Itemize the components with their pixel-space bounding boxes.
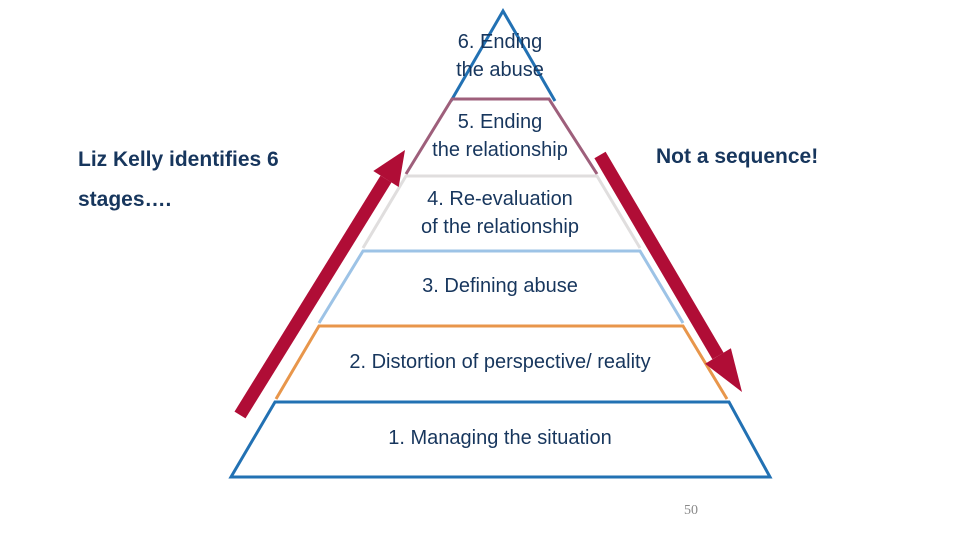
down-arrow-head	[705, 348, 742, 392]
down-arrow-shaft	[594, 151, 724, 360]
stage-1-label: 1. Managing the situation	[388, 427, 612, 449]
annotation-not-a-sequence: Not a sequence!	[656, 145, 819, 168]
stage-6-label: 6. Ending the abuse	[456, 31, 544, 81]
heading-liz-kelly: Liz Kelly identifies 6 stages….	[78, 148, 279, 211]
up-arrow-icon	[234, 150, 405, 419]
page-number: 50	[684, 503, 698, 518]
stage-2-outline	[274, 324, 729, 400]
down-arrow-icon	[594, 151, 742, 392]
stage-3-outline	[317, 249, 685, 324]
stage-4-outline	[361, 174, 642, 249]
up-arrow-shaft	[234, 175, 392, 419]
stage-5-label: 5. Ending the relationship	[432, 111, 568, 161]
stage-2-label: 2. Distortion of perspective/ reality	[349, 351, 651, 373]
stage-4-label: 4. Re-evaluation of the relationship	[421, 188, 579, 238]
stage-6-outline	[449, 8, 557, 102]
stage-5-outline	[404, 97, 599, 175]
stage-1-outline	[228, 400, 773, 479]
up-arrow-head	[373, 150, 405, 187]
stage-3-label: 3. Defining abuse	[422, 275, 578, 297]
